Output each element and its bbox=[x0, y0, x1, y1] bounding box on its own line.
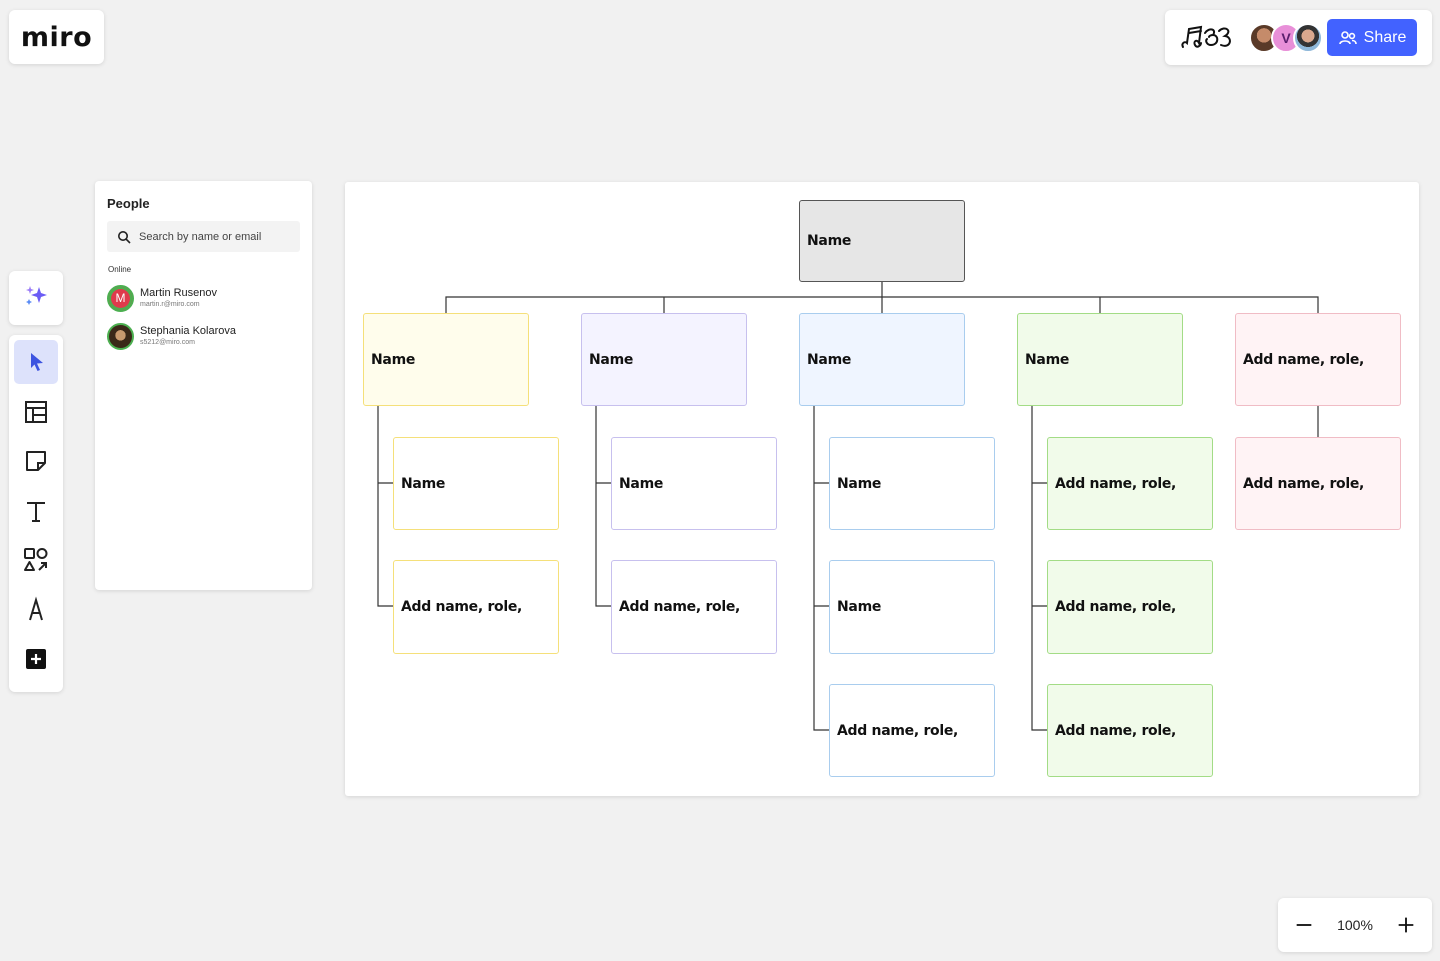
select-tool[interactable] bbox=[14, 340, 58, 384]
card-label: Name bbox=[619, 475, 664, 492]
person-item[interactable]: M Martin Rusenov martin.r@miro.com bbox=[107, 279, 300, 317]
minus-icon bbox=[1296, 924, 1312, 926]
templates-icon bbox=[25, 400, 47, 423]
add-more-tool[interactable] bbox=[14, 637, 58, 681]
person-email: s5212@miro.com bbox=[140, 339, 195, 346]
card-label: Name bbox=[837, 475, 882, 492]
logo-text: miro bbox=[20, 21, 93, 53]
card-label: Name bbox=[807, 351, 852, 368]
card-label: Add name, role, bbox=[1055, 475, 1177, 492]
pen-tool[interactable] bbox=[14, 588, 58, 632]
org-card[interactable]: Add name, role, bbox=[1047, 437, 1213, 530]
board-doodle-icon[interactable] bbox=[1179, 23, 1233, 53]
miro-logo[interactable]: miro bbox=[9, 10, 104, 64]
card-label: Add name, role, bbox=[1243, 475, 1365, 492]
plus-icon bbox=[1398, 917, 1414, 933]
org-card[interactable]: Name bbox=[829, 437, 995, 530]
select-cursor-icon bbox=[31, 353, 43, 371]
card-label: Name bbox=[371, 351, 416, 368]
person-name: Martin Rusenov bbox=[140, 287, 218, 299]
zoom-level[interactable]: 100% bbox=[1337, 917, 1373, 933]
people-icon bbox=[1338, 30, 1357, 44]
avatar: M bbox=[107, 284, 134, 312]
collaborator-avatars[interactable]: V bbox=[1249, 22, 1323, 53]
zoom-controls: 100% bbox=[1278, 898, 1432, 952]
person-email: martin.r@miro.com bbox=[140, 301, 200, 308]
avatar bbox=[107, 322, 134, 350]
org-card[interactable]: Name bbox=[611, 437, 777, 530]
people-title: People bbox=[107, 196, 150, 211]
org-card[interactable]: Add name, role, bbox=[611, 560, 777, 654]
search-icon bbox=[118, 230, 131, 244]
templates-tool[interactable] bbox=[14, 390, 58, 434]
shapes-icon bbox=[24, 548, 48, 571]
share-button[interactable]: Share bbox=[1327, 19, 1417, 56]
card-label: Name bbox=[1025, 351, 1070, 368]
people-search-input[interactable]: Search by name or email bbox=[107, 221, 300, 252]
sticky-note-icon bbox=[26, 451, 46, 471]
pen-icon bbox=[29, 596, 43, 620]
text-icon bbox=[27, 501, 45, 522]
top-right-bar: V Share bbox=[1165, 10, 1432, 65]
avatar[interactable] bbox=[1293, 22, 1323, 53]
org-card[interactable]: Add name, role, bbox=[1047, 684, 1213, 777]
card-label: Name bbox=[807, 233, 852, 249]
card-label: Add name, role, bbox=[837, 722, 959, 739]
card-label: Name bbox=[837, 599, 882, 615]
org-card[interactable]: Name bbox=[829, 560, 995, 654]
org-card-head[interactable]: Name bbox=[363, 313, 529, 406]
ai-sparkle-icon bbox=[26, 286, 47, 306]
card-label: Name bbox=[401, 475, 446, 492]
org-card[interactable]: Add name, role, bbox=[1047, 560, 1213, 654]
ai-sparkle-button[interactable] bbox=[14, 273, 58, 317]
card-label: Add name, role, bbox=[401, 599, 523, 615]
org-card[interactable]: Add name, role, bbox=[1235, 437, 1401, 530]
org-card-head[interactable]: Name bbox=[581, 313, 747, 406]
card-label: Add name, role, bbox=[619, 599, 741, 615]
shapes-tool[interactable] bbox=[14, 538, 58, 582]
share-label: Share bbox=[1363, 28, 1407, 46]
org-card-head[interactable]: Name bbox=[799, 313, 965, 406]
add-more-icon bbox=[26, 649, 46, 669]
card-label: Add name, role, bbox=[1055, 599, 1177, 615]
org-card-head[interactable]: Name bbox=[1017, 313, 1183, 406]
person-name: Stephania Kolarova bbox=[140, 325, 237, 337]
search-placeholder: Search by name or email bbox=[139, 230, 262, 243]
card-label: Name bbox=[589, 351, 634, 368]
org-card-root[interactable]: Name bbox=[799, 200, 965, 282]
card-label: Add name, role, bbox=[1055, 722, 1177, 739]
zoom-in-button[interactable] bbox=[1394, 913, 1418, 937]
org-card-head[interactable]: Add name, role, bbox=[1235, 313, 1401, 406]
org-card[interactable]: Add name, role, bbox=[393, 560, 559, 654]
people-panel: People Search by name or email Online M … bbox=[95, 181, 312, 590]
online-label: Online bbox=[108, 265, 132, 274]
person-item[interactable]: Stephania Kolarova s5212@miro.com bbox=[107, 317, 300, 355]
left-toolbar bbox=[9, 335, 63, 692]
sticky-note-tool[interactable] bbox=[14, 439, 58, 483]
zoom-out-button[interactable] bbox=[1292, 913, 1316, 937]
org-card[interactable]: Add name, role, bbox=[829, 684, 995, 777]
text-tool[interactable] bbox=[14, 489, 58, 533]
org-card[interactable]: Name bbox=[393, 437, 559, 530]
ai-assist-panel bbox=[9, 271, 63, 325]
card-label: Add name, role, bbox=[1243, 351, 1365, 368]
